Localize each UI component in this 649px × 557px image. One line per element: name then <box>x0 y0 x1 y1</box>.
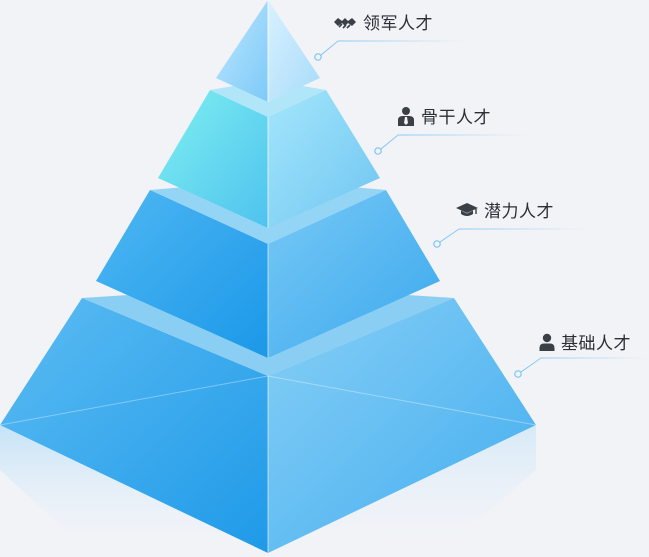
tier-label-text: 基础人才 <box>561 334 631 354</box>
person-icon <box>539 333 555 351</box>
tier-label-basic: 基础人才 <box>539 329 631 354</box>
tier-label-text: 骨干人才 <box>421 108 491 128</box>
connector-2 <box>374 134 530 155</box>
connector-4 <box>514 357 649 378</box>
connector-3 <box>433 228 590 248</box>
handshake-icon <box>334 17 356 29</box>
business-person-icon <box>398 106 414 126</box>
tier-label-text: 潜力人才 <box>484 202 554 222</box>
graduation-cap-icon <box>456 202 478 216</box>
tier-label-leading: 领军人才 <box>333 9 433 34</box>
tier-label-backbone: 骨干人才 <box>397 103 491 128</box>
tier-label-text: 领军人才 <box>363 14 433 34</box>
tier-label-potential: 潜力人才 <box>456 197 554 222</box>
tier-1-leading <box>216 0 320 102</box>
connector-1 <box>314 40 470 61</box>
